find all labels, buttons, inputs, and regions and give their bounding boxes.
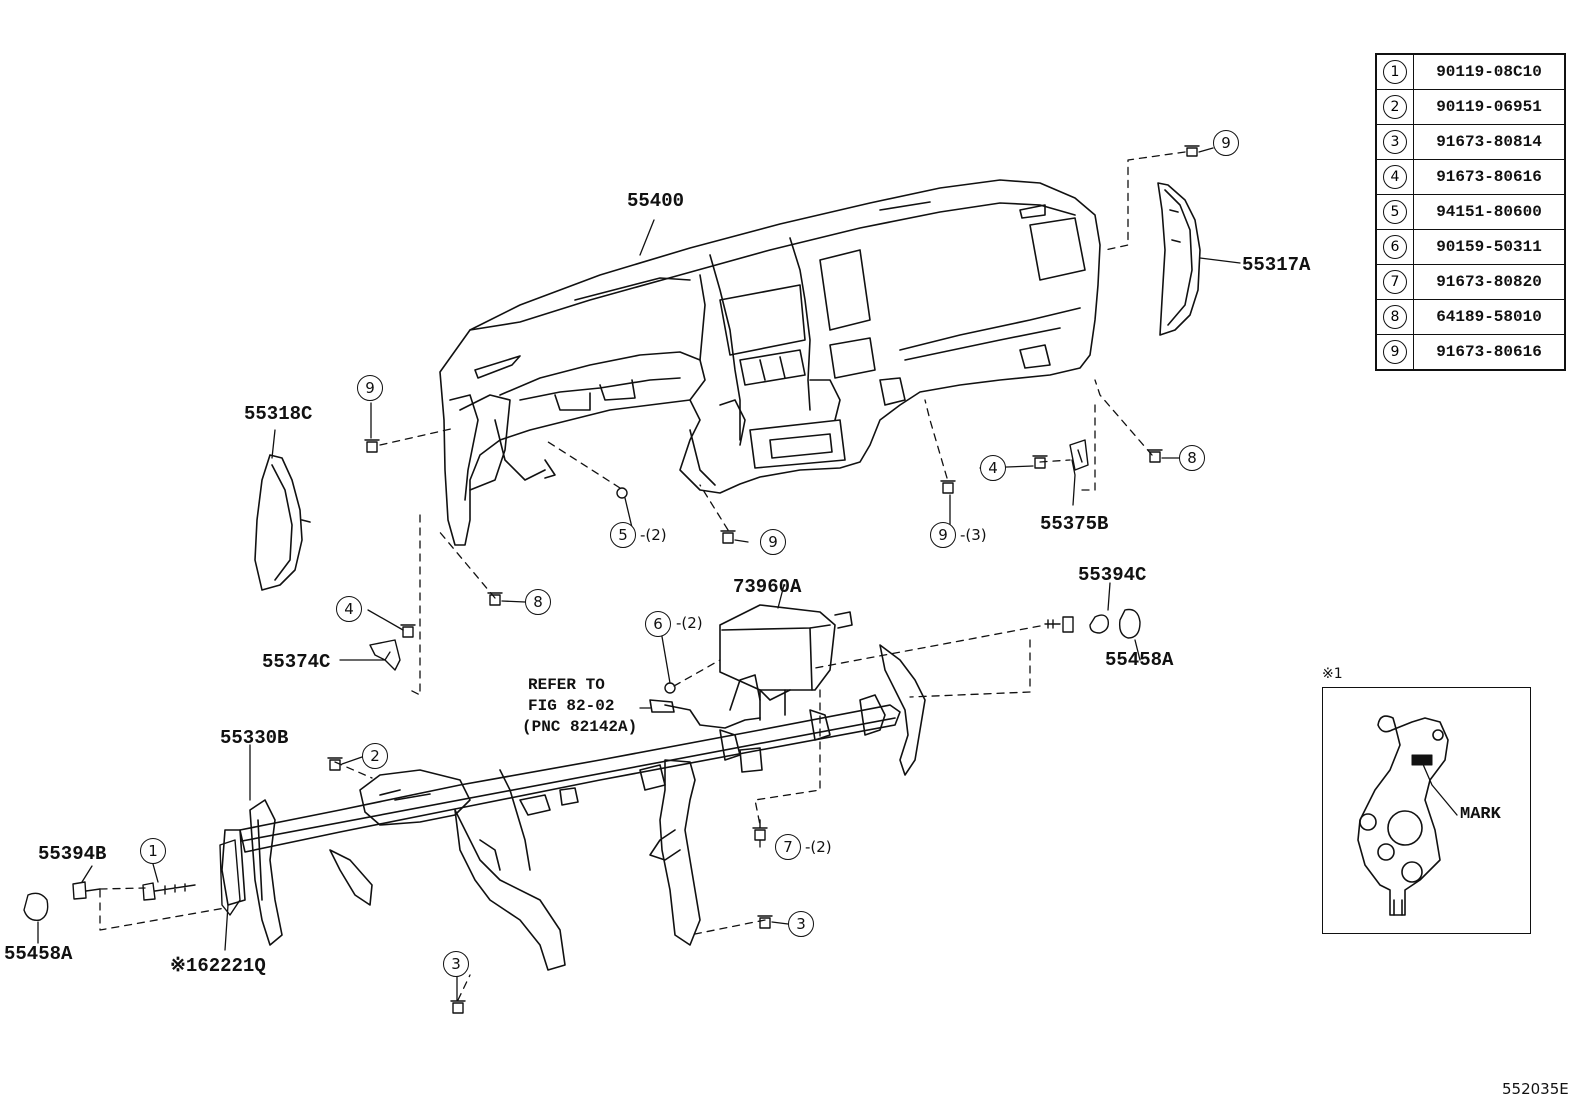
refer-text-line-2: FIG 82-02 [528,697,615,715]
table-part-number: 64189-58010 [1413,299,1566,335]
quantity-5: -(2) [640,526,667,544]
table-part-number: 91673-80814 [1413,124,1566,160]
table-part-number: 90119-06951 [1413,89,1566,125]
table-callout: 9 [1383,340,1407,364]
callout-9-middle: 9 [760,529,786,555]
table-callout: 4 [1383,165,1407,189]
panel-reinforcement-55330B [221,644,926,971]
inset-note: ※1 [1322,666,1343,682]
table-part-number: 94151-80600 [1413,194,1566,230]
callout-9-right: 9 [930,522,956,548]
table-callout: 3 [1383,130,1407,154]
refer-text-line-3: (PNC 82142A) [522,718,638,736]
quantity-7: -(2) [805,838,832,856]
callout-1: 1 [140,838,166,864]
table-callout: 7 [1383,270,1407,294]
quantity-6: -(2) [676,614,703,632]
label-73960A: 73960A [733,576,802,598]
dashed-guides [99,151,1186,1001]
label-55458A-right: 55458A [1105,649,1174,671]
inset-frame [1322,687,1531,934]
callout-3-left: 3 [443,951,469,977]
label-55318C: 55318C [244,403,313,425]
callout-7: 7 [775,834,801,860]
table-callout: 6 [1383,235,1407,259]
refer-text-line-1: REFER TO [528,676,605,694]
table-callout: 1 [1383,60,1407,84]
table-callout: 5 [1383,200,1407,224]
table-part-number: 91673-80820 [1413,264,1566,300]
callout-5: 5 [610,522,636,548]
callout-8-right: 8 [1179,445,1205,471]
label-55317A: 55317A [1242,254,1311,276]
table-part-number: 90119-08C10 [1413,53,1566,90]
callout-9-top: 9 [1213,130,1239,156]
side-cover-55317A [1157,182,1201,336]
callout-3-right: 3 [788,911,814,937]
label-55394C: 55394C [1078,564,1147,586]
label-55375B: 55375B [1040,513,1109,535]
label-55458A-left: 55458A [4,943,73,965]
figure-id: 552035E [1502,1080,1569,1098]
airbag-assembly-73960A [649,604,853,729]
table-callout: 2 [1383,95,1407,119]
table-part-number: 91673-80616 [1413,334,1566,371]
callout-9-left: 9 [357,375,383,401]
label-55374C: 55374C [262,651,331,673]
callout-6: 6 [645,611,671,637]
callout-4-right: 4 [980,455,1006,481]
fasteners [23,145,1200,1014]
label-55400: 55400 [627,190,685,212]
label-55330B: 55330B [220,727,289,749]
label-55394B: 55394B [38,843,107,865]
label-62221Q: ※162221Q [170,955,266,977]
callout-4-left: 4 [336,596,362,622]
callout-2: 2 [362,743,388,769]
leader-lines [37,147,1458,1001]
inset-bracket-drawing [1357,715,1449,916]
table-part-number: 90159-50311 [1413,229,1566,265]
quantity-9: -(3) [960,526,987,544]
instrument-panel-55400 [439,179,1101,546]
mark-label: MARK [1460,805,1501,824]
side-cover-55318C [254,454,311,591]
callout-8-left: 8 [525,589,551,615]
table-part-number: 91673-80616 [1413,159,1566,195]
table-callout: 8 [1383,305,1407,329]
